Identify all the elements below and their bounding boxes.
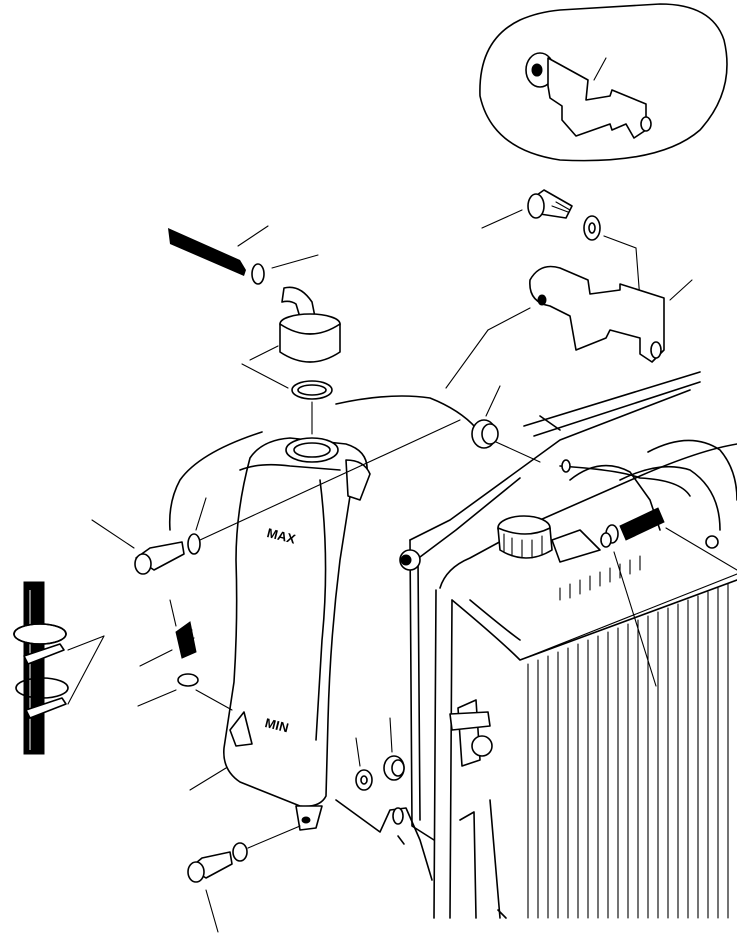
min-level-label: MIN: [263, 715, 290, 735]
reservoir-cap: [249, 286, 341, 363]
bracket-bolt: [481, 189, 573, 229]
rubber-grommet-lower: [383, 717, 405, 781]
rubber-grommet-upper: [471, 385, 541, 463]
washer-lower: [355, 737, 373, 791]
cap-gasket: [241, 363, 333, 400]
upper-hose: [168, 225, 269, 276]
detail-inset: [479, 3, 728, 162]
washer-bottom: [232, 825, 301, 862]
washer-left: [187, 419, 461, 555]
hose-clamp-upper: [251, 254, 319, 285]
spring-clip: [139, 599, 197, 667]
inset-bracket: [525, 52, 652, 139]
mounting-bolt-left: [91, 519, 185, 575]
lower-hose-with-clamps: [13, 581, 105, 755]
radiator-overflow-hose: [559, 459, 737, 687]
coolant-reservoir: MAX MIN: [223, 437, 371, 831]
reservoir-lower-bracket: [335, 799, 433, 881]
mounting-bolt-bottom: [187, 851, 233, 933]
overflow-tube: [168, 395, 477, 531]
hose-clip-left: [137, 673, 233, 711]
reservoir-bracket: [445, 265, 693, 389]
max-level-label: MAX: [265, 525, 297, 547]
radiator-fins: [519, 555, 737, 919]
radiator-assembly: [399, 371, 737, 919]
